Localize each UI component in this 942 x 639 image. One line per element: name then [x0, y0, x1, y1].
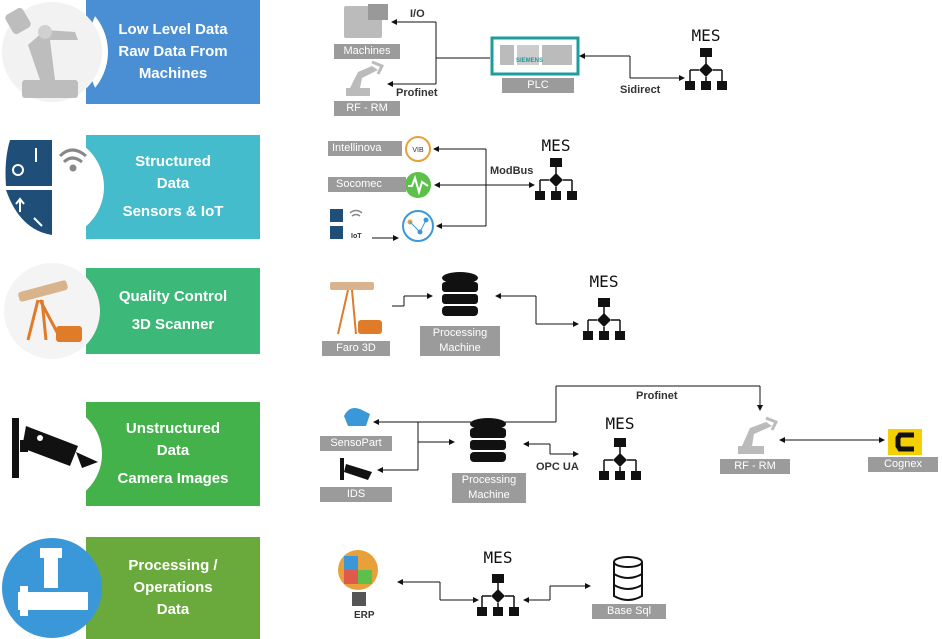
modbus-label: ModBus — [490, 165, 534, 177]
mes-flow-icon — [534, 157, 578, 201]
scanner-icon — [4, 263, 100, 359]
base-sql-tag: Base Sql — [592, 604, 666, 619]
row5-banner-text: Processing / Operations Data — [86, 537, 260, 639]
io-label: I/O — [410, 8, 425, 20]
mes-flow-icon — [582, 297, 626, 341]
profinet-label-row4: Profinet — [636, 390, 678, 402]
erp-label: ERP — [354, 610, 375, 621]
database-icon — [442, 272, 478, 316]
row1-line1: Low Level Data — [118, 21, 228, 38]
intellinova-tag: Intellinova — [328, 141, 402, 156]
row4-banner-shape — [86, 402, 260, 506]
machines-tag: Machines — [334, 44, 400, 59]
iot-icon-label: IoT — [64, 204, 82, 218]
sensopart-icon — [344, 408, 370, 426]
mes-label-row2: MES — [541, 136, 571, 155]
row1-banner-text: Low Level Data Raw Data From Machines — [86, 0, 260, 104]
processing-tag-row4: Processing Machine — [452, 473, 526, 503]
robot-small-icon — [346, 60, 385, 96]
cognex-tag: Cognex — [868, 457, 938, 472]
row4-banner-text: Unstructured Data Camera Images — [86, 402, 260, 506]
rfrm-tag-row4: RF - RM — [720, 459, 790, 474]
mes-flow-icon — [684, 47, 728, 91]
row1-line2: Raw Data From — [118, 43, 228, 60]
plc-brand-label: SIEMENS — [516, 58, 544, 64]
ids-camera-icon — [340, 458, 372, 480]
mes-flow-icon — [476, 573, 520, 617]
row4-diagram — [340, 385, 922, 481]
row2-line3: Sensors & IoT — [122, 203, 224, 220]
erp-icon — [338, 550, 378, 606]
profinet-label: Profinet — [396, 87, 438, 99]
row2-banner-text: Structured Data Sensors & IoT — [86, 135, 260, 239]
faro-tag: Faro 3D — [322, 341, 390, 356]
mes-label-row1: MES — [691, 26, 721, 45]
row1-line3: Machines — [138, 65, 208, 82]
robot-arm-icon — [2, 2, 102, 102]
plc-icon — [490, 36, 580, 76]
row2-line2: Data — [156, 175, 190, 192]
ids-tag: IDS — [320, 487, 392, 502]
row4-line3: Camera Images — [117, 470, 229, 487]
camera-icon — [2, 404, 102, 504]
pipe-icon — [2, 538, 102, 638]
iot-small-icon — [330, 209, 363, 239]
row4-line1: Unstructured — [125, 420, 221, 437]
sensopart-tag: SensoPart — [320, 436, 392, 451]
mes-label-row3: MES — [589, 272, 619, 291]
row4-line2: Data — [156, 442, 190, 459]
row5-diagram — [338, 550, 643, 617]
row3-line1: Quality Control — [118, 288, 228, 305]
row1-diagram — [344, 4, 728, 96]
svg-text:VIB: VIB — [412, 147, 424, 154]
row3-banner-text: Quality Control 3D Scanner — [86, 268, 260, 354]
row5-line1: Processing / — [128, 557, 218, 574]
row3-diagram — [330, 272, 626, 341]
row2-diagram: VIB — [330, 136, 578, 242]
plc-tag: PLC — [502, 78, 574, 93]
intellinova-icon: VIB — [405, 136, 431, 162]
robot-small-icon-2 — [738, 416, 779, 454]
mes-label-row5: MES — [483, 548, 513, 567]
mes-flow-icon — [598, 437, 642, 481]
network-icon — [402, 210, 434, 242]
mes-label-row4: MES — [605, 414, 635, 433]
wifi-icon — [58, 148, 87, 172]
faro-scanner-icon — [330, 282, 382, 335]
iot-small-label: IoT — [351, 233, 362, 240]
socomec-tag: Socomec — [328, 177, 406, 192]
socomec-icon — [405, 172, 431, 198]
row5-line3: Data — [156, 601, 190, 618]
sidirect-label: Sidirect — [620, 84, 661, 96]
processing-tag-row3: Processing Machine — [420, 326, 500, 356]
cognex-logo-icon — [888, 429, 922, 455]
machine-icon — [344, 4, 388, 38]
database-icon — [470, 418, 506, 462]
row2-line1: Structured — [135, 153, 211, 170]
opcua-label: OPC UA — [536, 461, 579, 473]
row3-line2: 3D Scanner — [131, 316, 215, 333]
row5-banner-shape — [86, 537, 260, 639]
rfrm-tag: RF - RM — [334, 101, 400, 116]
sql-database-icon — [613, 556, 643, 601]
row5-line2: Operations — [133, 579, 213, 596]
